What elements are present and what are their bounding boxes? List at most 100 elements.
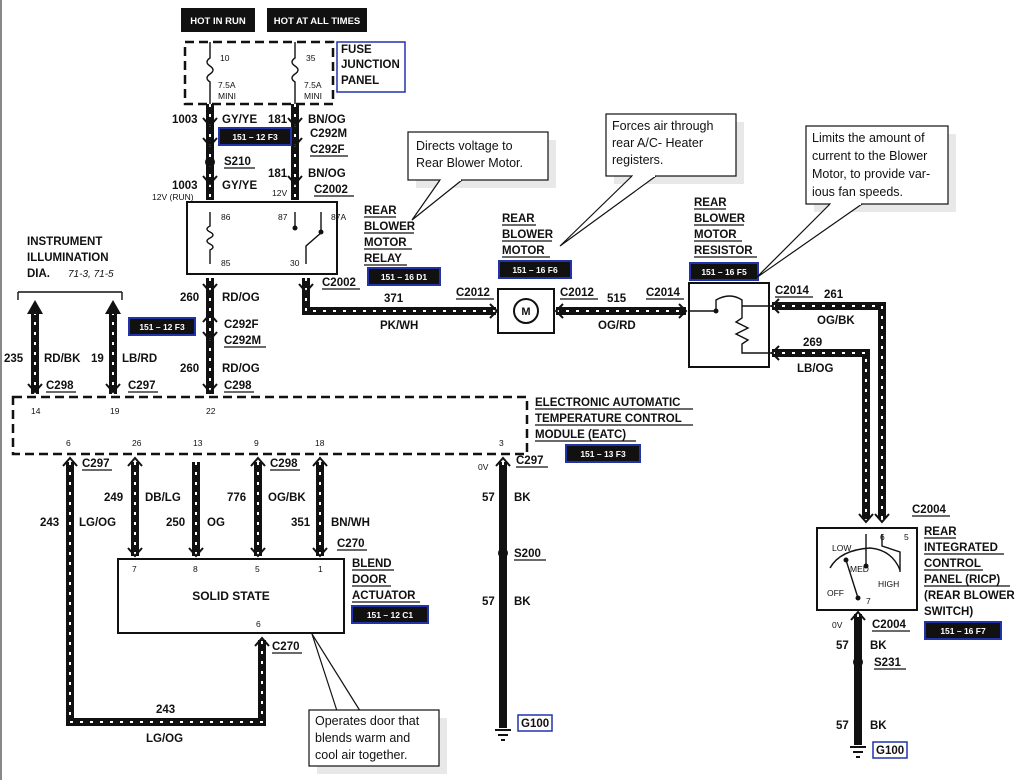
wire-color-lg-og-bottom: LG/OG (146, 733, 183, 745)
conn-c292m-bottom: C292M (224, 335, 261, 347)
conn-c2012-left: C2012 (456, 287, 490, 299)
ricp-pin-7: 7 (866, 596, 871, 606)
fuse-panel-outline (183, 40, 335, 106)
ref-eatc: 151 – 13 F3 (580, 449, 626, 459)
callout-actuator: Operates door that blends warm and cool … (308, 633, 447, 774)
ground-g100-ricp: G100 (850, 741, 908, 759)
ground-wire-solid-eatc (499, 470, 507, 728)
wire-label-57-ricp-top: 57 (836, 640, 849, 652)
header-hot-in-run: HOT IN RUN (181, 8, 255, 32)
wire-label-57-ricp-bottom: 57 (836, 720, 849, 732)
wire-color-gy-ye-top: GY/YE (222, 114, 257, 126)
relay-pin-86: 86 (221, 212, 231, 222)
g100-label-ricp: G100 (876, 745, 904, 757)
wire-label-351: 351 (291, 517, 311, 529)
eatc-pin-3: 3 (499, 438, 504, 448)
ref-actuator: 151 – 12 C1 (367, 610, 414, 620)
splice-s210-label: S210 (224, 156, 251, 168)
note-resistor-4: ious fan speeds. (812, 185, 903, 199)
ref-resistor: 151 – 16 F5 (701, 267, 747, 277)
relay-label-3: MOTOR (364, 237, 407, 249)
relay-pin-30: 30 (290, 258, 300, 268)
wire-color-bn-og-bottom: BN/OG (308, 168, 346, 180)
wire-label-515: 515 (607, 293, 627, 305)
ref-ricp: 151 – 16 F7 (940, 626, 986, 636)
wire-color-lb-rd: LB/RD (122, 353, 157, 365)
wire-color-og: OG (207, 517, 225, 529)
ricp-label-2: INTEGRATED (924, 542, 998, 554)
eatc-pin-9: 9 (254, 438, 259, 448)
relay-switch-icon (294, 212, 323, 264)
ricp-med: MED (850, 564, 869, 574)
conn-c292f-top: C292F (310, 144, 345, 156)
resistor-icon (715, 295, 772, 354)
relay-pin-87: 87 (278, 212, 288, 222)
fuse-right-number: 35 (306, 53, 316, 63)
g100-label-eatc: G100 (521, 718, 549, 730)
wire-color-rd-bk: RD/BK (44, 353, 81, 365)
ground-icon (495, 729, 511, 741)
resistor-label-3: MOTOR (694, 229, 737, 241)
instrument-line-1: INSTRUMENT (27, 236, 102, 248)
relay-pin-85: 85 (221, 258, 231, 268)
resistor-label-1: REAR (694, 197, 727, 209)
wire-color-bk-ricp-top: BK (870, 640, 887, 652)
conn-c298-22: C298 (224, 380, 252, 392)
note-relay-1: Directs voltage to (416, 139, 513, 153)
splice-s200 (498, 548, 508, 558)
wire-color-bn-wh: BN/WH (331, 517, 370, 529)
fuse-panel-label-box (336, 41, 406, 93)
relay-coil-icon (206, 212, 214, 264)
ricp-high: HIGH (878, 579, 899, 589)
fuse-panel-title-3: PANEL (341, 75, 379, 87)
wire-label-371: 371 (384, 293, 404, 305)
note-resistor-2: current to the Blower (812, 149, 927, 163)
wire-label-181-top: 181 (268, 114, 288, 126)
wire-color-db-lg: DB/LG (145, 492, 181, 504)
eatc-pin-26: 26 (132, 438, 142, 448)
wire-label-19: 19 (91, 353, 104, 365)
ricp-off: OFF (827, 588, 844, 598)
conn-c2014-right: C2014 (775, 285, 809, 297)
wire-color-bn-og-top: BN/OG (308, 114, 346, 126)
connector-chevrons (27, 117, 890, 647)
header-hot-at-all-times-text: HOT AT ALL TIMES (274, 16, 361, 27)
motor-label-1: REAR (502, 213, 535, 225)
relay-label-2: BLOWER (364, 221, 416, 233)
conn-c2002-top: C2002 (314, 184, 348, 196)
rear-blower-motor: M REAR BLOWER MOTOR (497, 213, 555, 334)
note-resistor-3: Motor, to provide var- (812, 167, 930, 181)
actuator-pin-7: 7 (132, 564, 137, 574)
ricp-label-6: SWITCH) (924, 606, 973, 618)
splice-s231-label: S231 (874, 657, 901, 669)
ricp-switch: LOW MED HIGH OFF 6 5 7 REAR INTEGRATED C… (816, 526, 1015, 618)
wire-color-lg-og: LG/OG (79, 517, 116, 529)
wire-label-57-eatc-bottom: 57 (482, 596, 495, 608)
eatc-label-1: ELECTRONIC AUTOMATIC (535, 397, 680, 409)
note-actuator-2: blends warm and (315, 731, 410, 745)
callout-relay: Directs voltage to Rear Blower Motor. (407, 131, 556, 221)
conn-c298-9: C298 (270, 458, 298, 470)
fuse-left-symbol (206, 42, 214, 104)
ricp-label-5: (REAR BLOWER (924, 590, 1015, 602)
ground-icon (850, 746, 866, 758)
ground-wire-solid-ricp (854, 620, 862, 745)
callout-motor: Forces air through rear A/C- Heater regi… (559, 113, 744, 247)
motor-label-2: BLOWER (502, 229, 554, 241)
ricp-pin-5: 5 (904, 532, 909, 542)
fuse-left-number: 10 (220, 53, 230, 63)
note-motor-3: registers. (612, 153, 663, 167)
actuator-label-3: ACTUATOR (352, 590, 416, 602)
ricp-label-1: REAR (924, 526, 957, 538)
wire-color-lb-og: LB/OG (797, 363, 833, 375)
arrow-235-icon (27, 300, 43, 314)
eatc-module: 14 19 22 6 26 13 9 18 3 ELECTRONIC AUTOM… (11, 395, 693, 456)
eatc-label-3: MODULE (EATC) (535, 429, 626, 441)
wire-label-243-bottom: 243 (156, 704, 175, 716)
conn-c297-6: C297 (82, 458, 110, 470)
resistor-label-2: BLOWER (694, 213, 746, 225)
ricp-switch-arc (829, 547, 901, 571)
wire-color-bk-eatc-top: BK (514, 492, 531, 504)
wire-label-776: 776 (227, 492, 246, 504)
